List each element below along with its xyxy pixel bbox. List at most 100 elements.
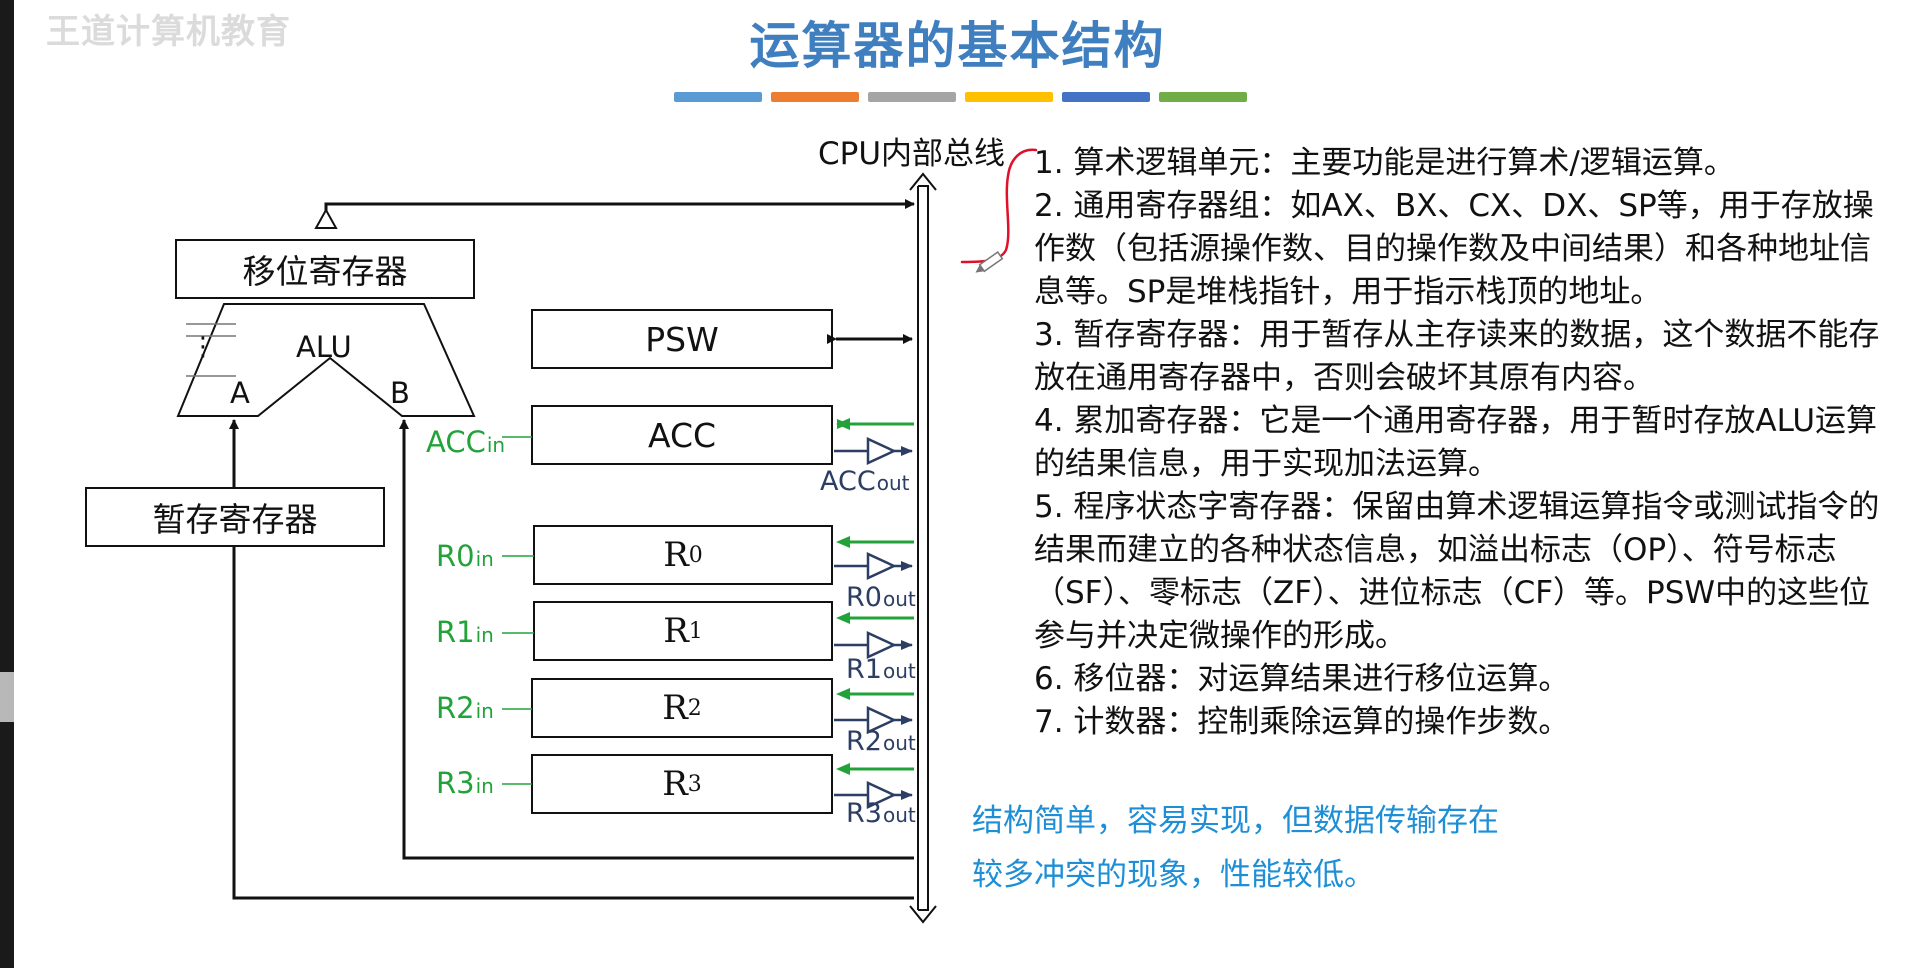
title-bar-4 <box>965 92 1053 102</box>
in-signal-ticks <box>502 436 534 785</box>
r1-out-base: R1 <box>846 654 882 685</box>
shifter-box <box>175 239 475 299</box>
note-general-registers: 2. 通用寄存器组：如AX、BX、CX、DX、SP等，用于存放操作数（包括源操作… <box>1034 188 1874 310</box>
in-arrows <box>837 419 914 771</box>
r1-box <box>533 601 833 661</box>
video-frame-edge <box>0 0 14 968</box>
r0-in-sub: in <box>475 547 494 571</box>
r2-in-signal: R2in <box>436 694 494 723</box>
r1-in-sub: in <box>475 623 494 647</box>
cpu-bus <box>909 172 937 924</box>
alu-flag-dots: ⋮ <box>190 332 216 362</box>
r3-in-base: R3 <box>436 766 475 800</box>
r0-out-sub: out <box>882 587 916 611</box>
title-bar-3 <box>868 92 956 102</box>
r2-out-buffer <box>834 706 913 734</box>
r0-label-sub: 0 <box>688 542 703 568</box>
r1-in-base: R1 <box>436 615 475 649</box>
r2-label-base: R <box>662 688 688 728</box>
r2-in-base: R2 <box>436 691 475 725</box>
acc-out-base: ACC <box>820 466 876 497</box>
acc-out-sub: out <box>876 471 910 495</box>
r1-out-sub: out <box>882 659 916 683</box>
summary-text: 结构简单，容易实现，但数据传输存在 较多冲突的现象，性能较低。 <box>972 794 1612 902</box>
r0-out-signal: R0out <box>846 584 916 611</box>
acc-in-signal: ACCin <box>426 428 505 457</box>
in-arrowheads <box>836 418 850 775</box>
component-notes: 1. 算术逻辑单元：主要功能是进行算术/逻辑运算。 2. 通用寄存器组：如AX、… <box>1034 142 1892 744</box>
alu-shape <box>176 303 476 417</box>
acc-out-buffer <box>834 437 913 465</box>
alu-input-b-label: B <box>390 376 410 410</box>
r2-out-base: R2 <box>846 726 882 757</box>
r3-in-signal: R3in <box>436 769 494 798</box>
temp-register-label: 暂存寄存器 <box>152 500 318 539</box>
r0-out-base: R0 <box>846 582 882 613</box>
r2-in-sub: in <box>475 699 494 723</box>
bus-to-alu-b-line <box>399 419 914 860</box>
note-shifter: 6. 移位器：对运算结果进行移位运算。 <box>1034 661 1570 697</box>
cpu-bus-label: CPU内部总线 <box>818 136 1006 172</box>
r3-out-signal: R3out <box>846 800 916 827</box>
bus-to-temp-line <box>232 546 914 900</box>
r1-label-base: R <box>663 611 689 651</box>
note-temp-register: 3. 暂存寄存器：用于暂存从主存读来的数据，这个数据不能存放在通用寄存器中，否则… <box>1034 317 1880 396</box>
r1-label-sub: 1 <box>688 618 703 644</box>
alu-input-a-label: A <box>230 376 250 410</box>
r1-out-buffer <box>834 631 913 659</box>
watermark: 王道计算机教育 <box>46 12 291 52</box>
r2-out-signal: R2out <box>846 728 916 755</box>
acc-out-signal: ACCout <box>820 468 909 495</box>
shifter-label: 移位寄存器 <box>242 252 408 291</box>
r1-out-signal: R1out <box>846 656 916 683</box>
r3-in-sub: in <box>475 774 494 798</box>
r2-label-sub: 2 <box>687 695 702 721</box>
slide-title: 运算器的基本结构 <box>749 17 1166 75</box>
summary-line-2: 较多冲突的现象，性能较低。 <box>972 857 1375 893</box>
out-buffers <box>834 437 913 809</box>
r0-label-base: R <box>663 535 689 575</box>
acc-label: ACC <box>647 415 717 455</box>
r0-box <box>533 525 833 585</box>
title-bar-2 <box>771 92 859 102</box>
r3-label-sub: 3 <box>687 771 702 797</box>
alu-label: ALU <box>296 330 352 364</box>
r1-in-signal: R1in <box>436 618 494 647</box>
note-accumulator: 4. 累加寄存器：它是一个通用寄存器，用于暂时存放ALU运算的结果信息，用于实现… <box>1034 403 1878 482</box>
temp-register-box <box>85 487 385 547</box>
r3-box <box>531 754 833 814</box>
title-bar-1 <box>674 92 762 102</box>
psw-label: PSW <box>645 319 719 359</box>
r3-out-base: R3 <box>846 798 882 829</box>
title-bar-5 <box>1062 92 1150 102</box>
alu-flag-lines <box>186 323 236 377</box>
psw-box <box>531 309 833 369</box>
title-bar-6 <box>1159 92 1247 102</box>
r0-in-base: R0 <box>436 539 475 573</box>
r2-out-sub: out <box>882 731 916 755</box>
note-psw: 5. 程序状态字寄存器：保留由算术逻辑运算指令或测试指令的结果而建立的各种状态信… <box>1034 489 1880 654</box>
r0-out-buffer <box>834 552 913 580</box>
note-alu: 1. 算术逻辑单元：主要功能是进行算术/逻辑运算。 <box>1034 145 1735 181</box>
r3-out-buffer <box>834 781 913 809</box>
acc-in-base: ACC <box>426 425 486 459</box>
pen-cursor-icon <box>975 251 1004 273</box>
shifter-out-triangle <box>314 207 338 229</box>
title-underline-bars <box>674 92 1247 102</box>
r3-label-base: R <box>662 764 688 804</box>
acc-in-sub: in <box>486 433 506 457</box>
note-counter: 7. 计数器：控制乘除运算的操作步数。 <box>1034 704 1570 740</box>
side-tab[interactable] <box>0 672 14 722</box>
summary-line-1: 结构简单，容易实现，但数据传输存在 <box>972 803 1499 839</box>
r3-out-sub: out <box>882 803 916 827</box>
shifter-to-bus-line <box>324 199 915 226</box>
r0-in-signal: R0in <box>436 542 494 571</box>
r2-box <box>531 678 833 738</box>
acc-box <box>531 405 833 465</box>
